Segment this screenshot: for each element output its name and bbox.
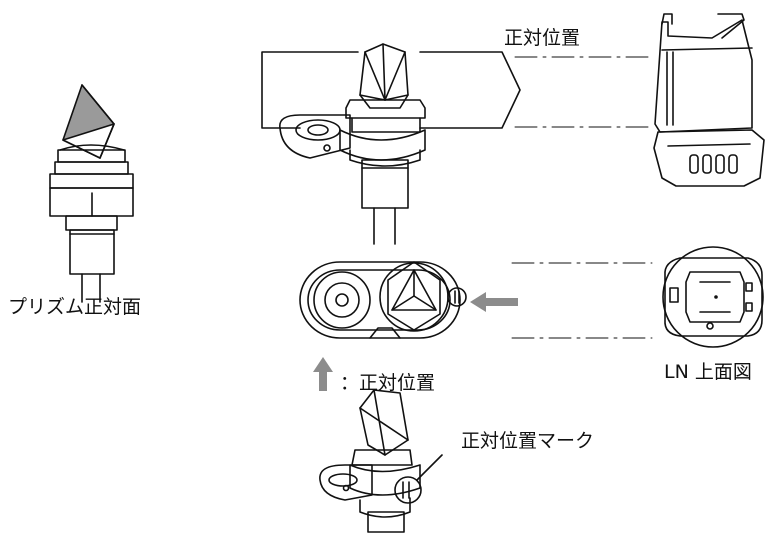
label-arrow-legend: ：正対位置 [340, 372, 436, 394]
reference-lines-middle [511, 262, 653, 339]
prism-holder-top-view [299, 261, 467, 339]
label-ln-top-view: LN 上面図 [664, 361, 752, 383]
reference-lines-top [514, 56, 653, 128]
top-center-prism-mount [261, 43, 521, 245]
arrow-legend-up [313, 357, 333, 391]
ln-instrument-side-view [653, 13, 765, 187]
label-facing-mark: 正対位置マーク [461, 430, 595, 452]
bottom-prism-with-mark [319, 389, 443, 533]
arrow-left-indicator [470, 292, 518, 312]
ln-instrument-top-view [662, 246, 764, 348]
label-facing-position-top: 正対位置 [504, 27, 581, 49]
left-prism-side-view [49, 84, 134, 303]
label-prism-face: プリズム正対面 [8, 296, 142, 318]
